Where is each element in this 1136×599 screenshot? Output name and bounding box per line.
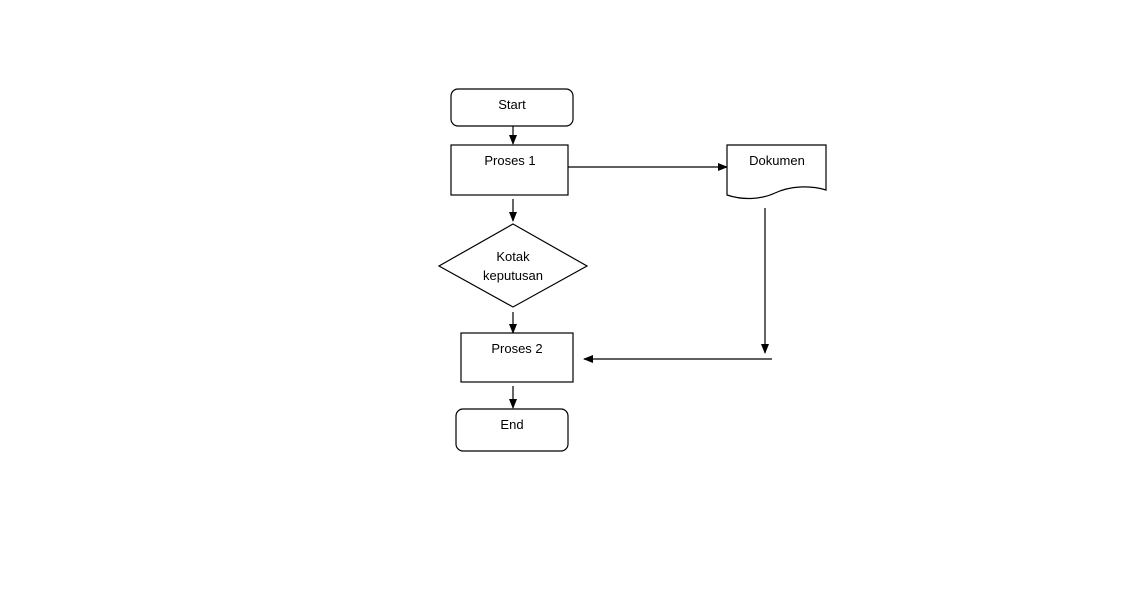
decision-label-line2: keputusan [483,268,543,283]
start-terminator-shape [450,88,574,127]
proses1-label: Proses 1 [484,153,535,168]
end-label: End [500,417,523,432]
proses2-process-shape [460,332,574,383]
end-terminator-shape [455,408,569,452]
dokumen-node: Dokumen [726,144,827,200]
proses1-process-shape [450,144,569,196]
dokumen-label: Dokumen [749,153,805,168]
proses1-node: Proses 1 [450,144,569,196]
start-label: Start [498,97,526,112]
decision-diamond-shape [437,223,589,308]
end-node: End [455,408,569,452]
start-node: Start [450,88,574,127]
decision-label-line1: Kotak [496,249,530,264]
proses2-label: Proses 2 [491,341,542,356]
dokumen-document-shape [726,144,827,200]
decision-node: Kotak keputusan [437,223,589,308]
proses2-node: Proses 2 [460,332,574,383]
